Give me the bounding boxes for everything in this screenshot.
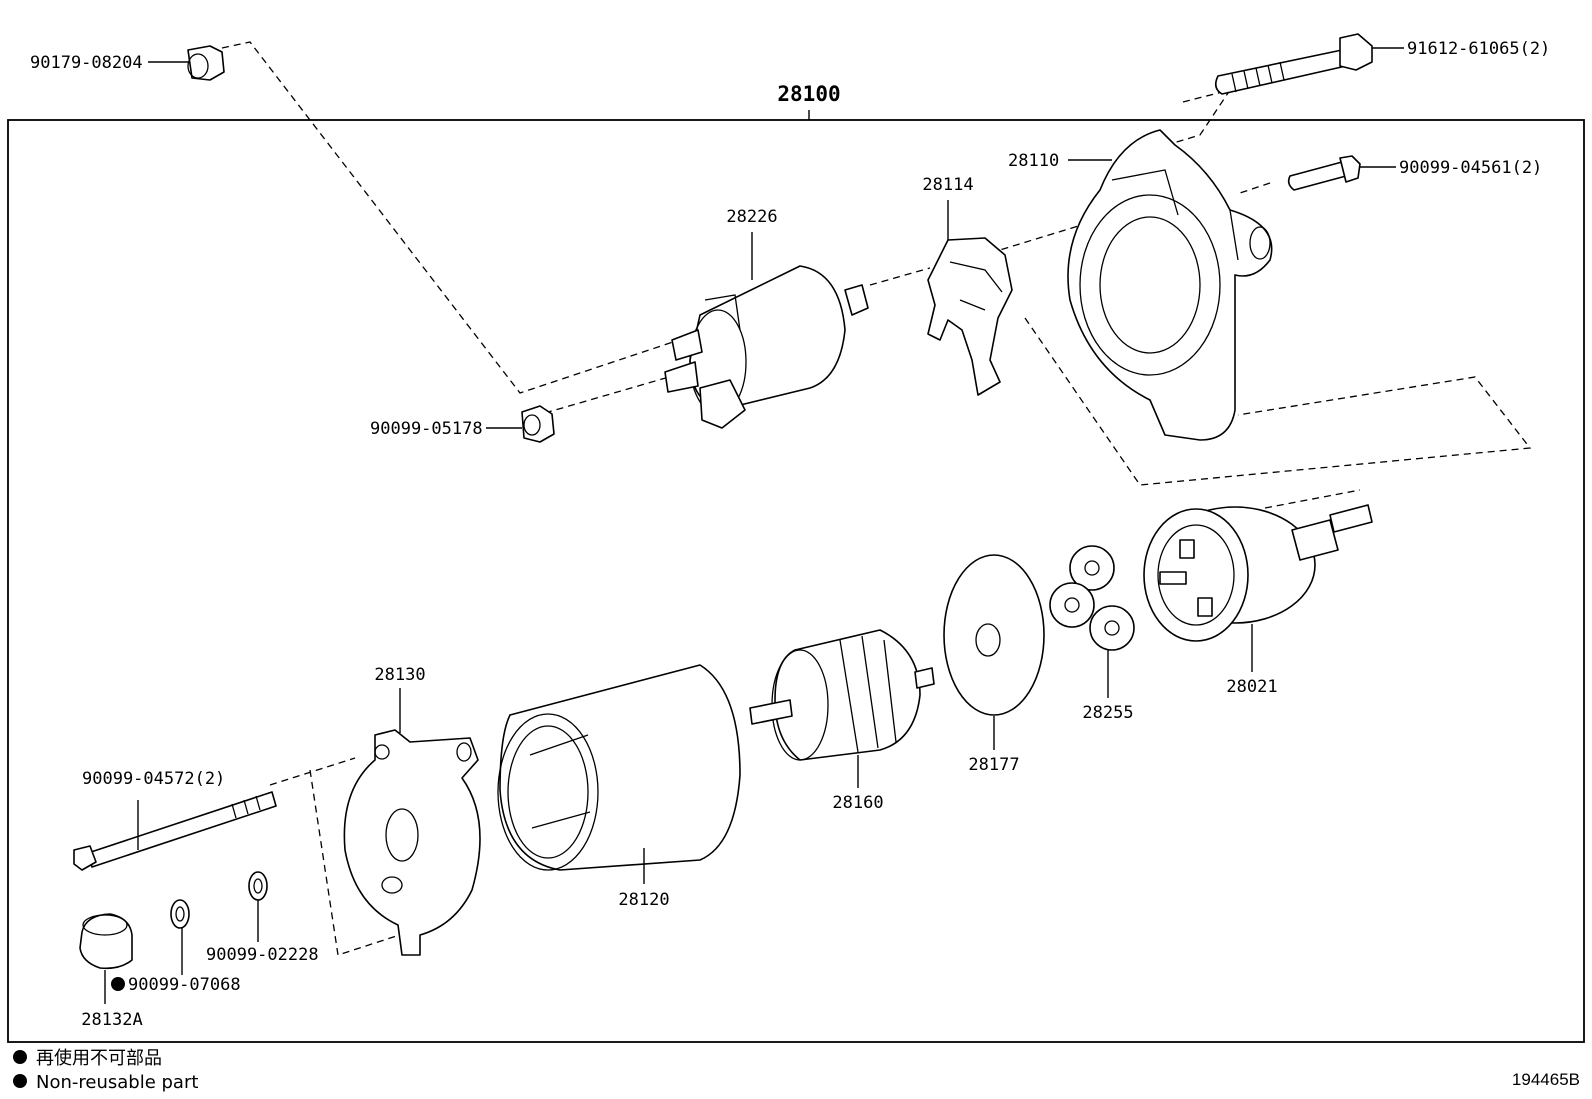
cap-28132A[interactable] xyxy=(79,913,133,970)
legend-marker-ja xyxy=(13,1050,27,1064)
drive-housing-28110[interactable] xyxy=(1067,129,1273,441)
label-90099-04561[interactable]: 90099-04561(2) xyxy=(1399,158,1542,178)
legend-japanese: 再使用不可部品 xyxy=(36,1048,162,1069)
legend: 再使用不可部品 Non-reusable part xyxy=(13,1048,198,1093)
shift-lever-28114[interactable] xyxy=(927,237,1013,396)
screw-90099-04561[interactable] xyxy=(1287,155,1361,191)
label-90179-08204[interactable]: 90179-08204 xyxy=(30,53,143,73)
nut-90179-08204[interactable] xyxy=(187,45,225,81)
through-bolt-90099-04572[interactable] xyxy=(73,791,277,871)
label-28100[interactable]: 28100 xyxy=(777,82,840,106)
washer-90099-02228[interactable] xyxy=(248,871,268,901)
non-reusable-marker xyxy=(111,977,125,991)
label-91612-61065[interactable]: 91612-61065(2) xyxy=(1407,39,1550,59)
label-28114[interactable]: 28114 xyxy=(922,175,973,195)
magnetic-switch-28226[interactable] xyxy=(664,265,869,429)
label-28255[interactable]: 28255 xyxy=(1082,703,1133,723)
label-90099-02228[interactable]: 90099-02228 xyxy=(206,945,319,965)
label-28177[interactable]: 28177 xyxy=(968,755,1019,775)
bolt-91612-61065[interactable] xyxy=(1214,33,1373,95)
planetary-gears-28255[interactable] xyxy=(1049,545,1135,651)
plate-28177[interactable] xyxy=(943,554,1045,716)
legend-marker-en xyxy=(13,1074,27,1088)
label-28160[interactable]: 28160 xyxy=(832,793,883,813)
assembly-frame xyxy=(7,119,1585,1043)
label-28132A[interactable]: 28132A xyxy=(81,1010,142,1030)
label-28021[interactable]: 28021 xyxy=(1226,677,1277,697)
legend-english: Non-reusable part xyxy=(36,1072,198,1093)
label-90099-05178[interactable]: 90099-05178 xyxy=(370,419,483,439)
nut-90099-05178[interactable] xyxy=(521,405,555,443)
label-28130[interactable]: 28130 xyxy=(374,665,425,685)
end-frame-28130[interactable] xyxy=(343,729,481,956)
label-90099-04572[interactable]: 90099-04572(2) xyxy=(82,769,225,789)
figure-reference: 194465B xyxy=(1512,1070,1580,1089)
yoke-28120[interactable] xyxy=(497,664,741,871)
armature-28160[interactable] xyxy=(749,629,935,761)
label-90099-07068[interactable]: 90099-07068 xyxy=(128,975,241,995)
label-28226[interactable]: 28226 xyxy=(726,207,777,227)
washer-90099-07068[interactable] xyxy=(170,899,190,929)
starter-clutch-28021[interactable] xyxy=(1143,504,1373,642)
leader-lines xyxy=(104,47,1404,1004)
label-28120[interactable]: 28120 xyxy=(618,890,669,910)
label-28110[interactable]: 28110 xyxy=(1008,151,1059,171)
